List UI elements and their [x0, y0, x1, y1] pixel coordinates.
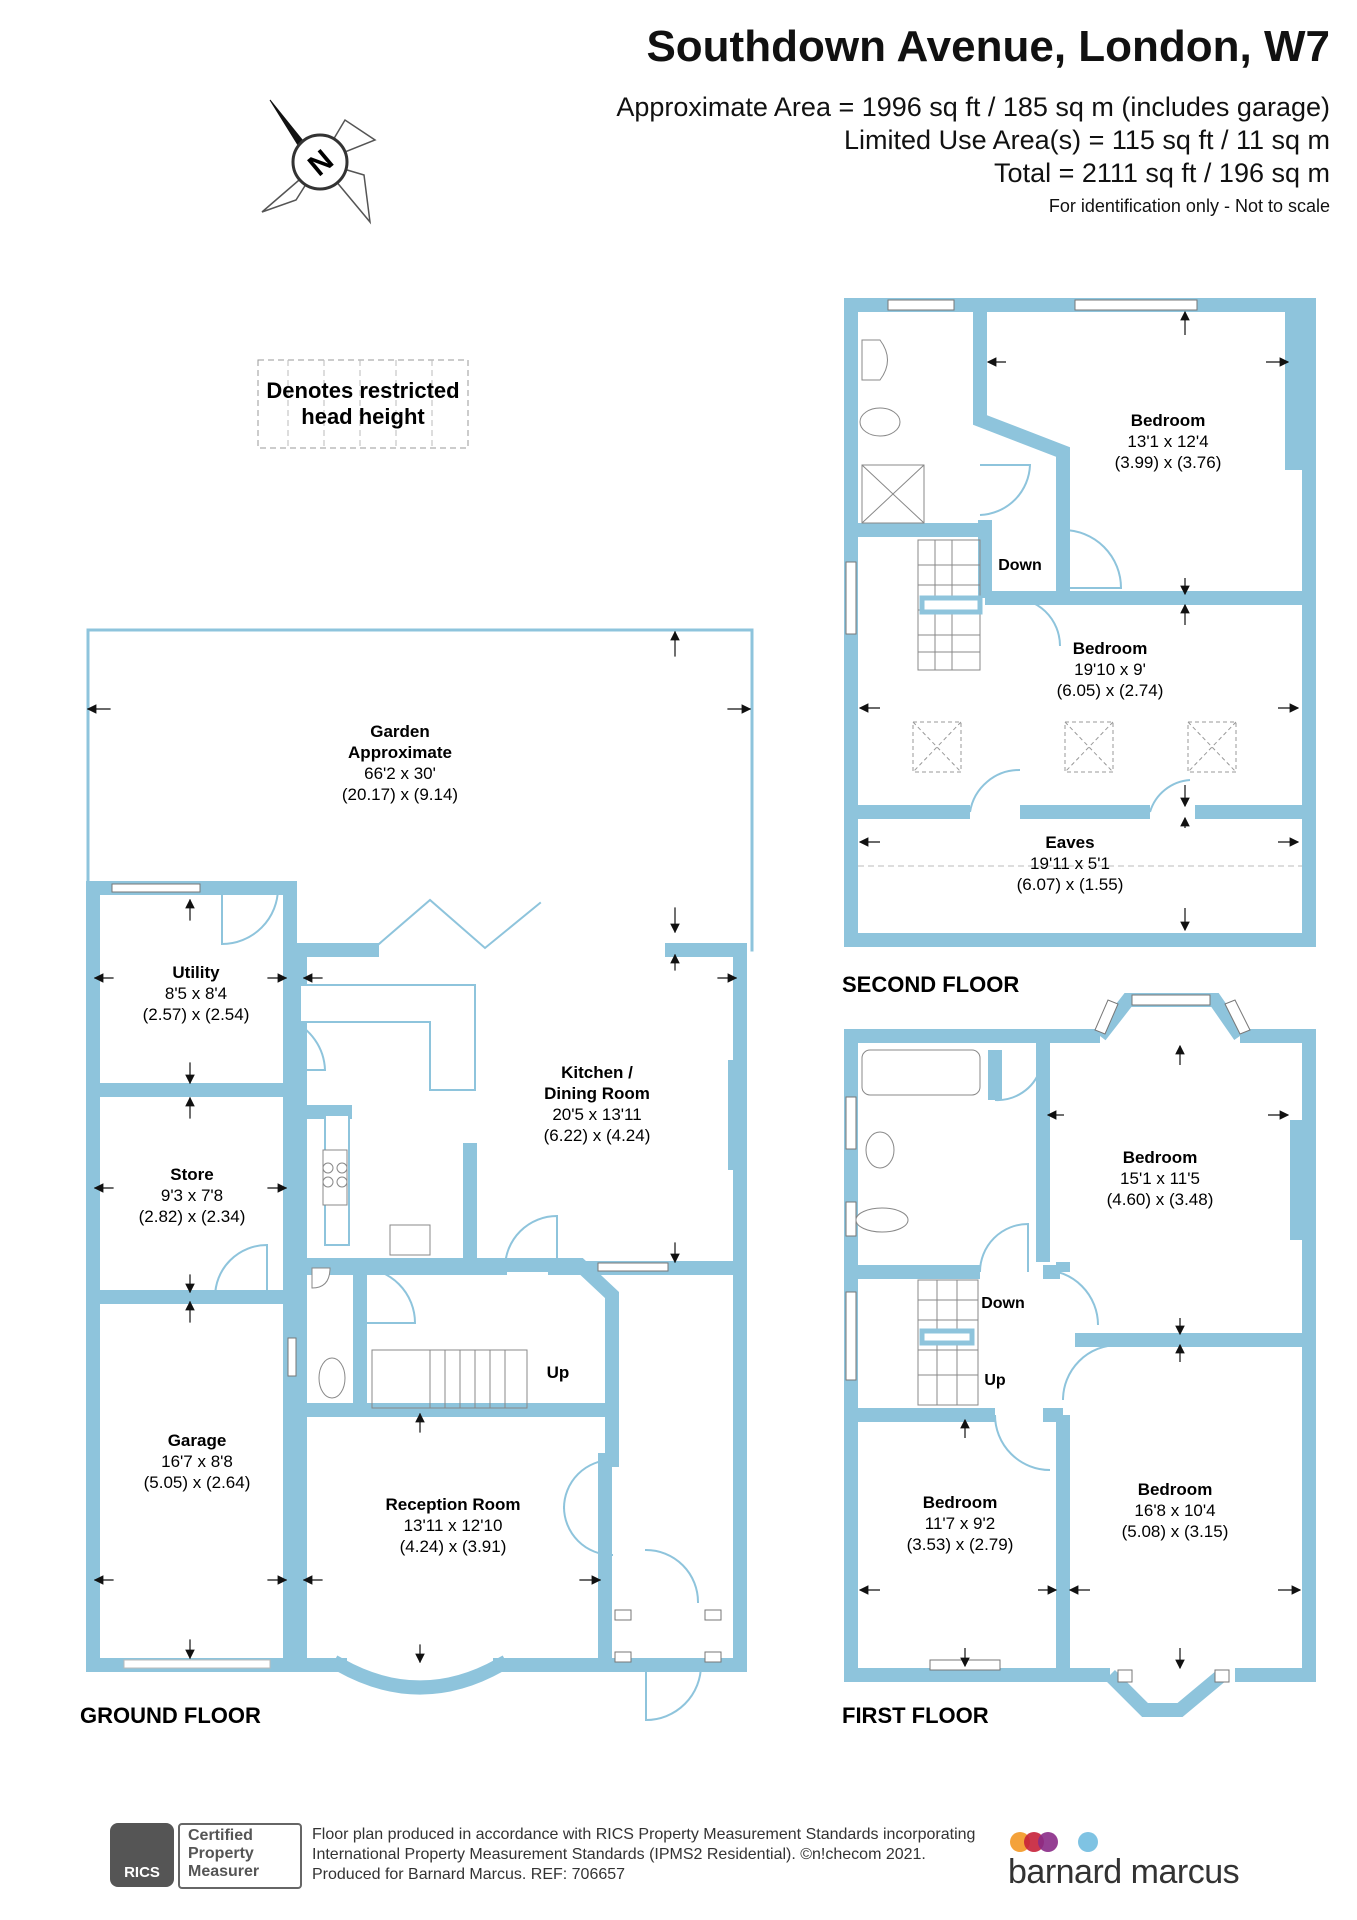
ff-bedroom-1-metric: (4.60) x (3.48)	[1107, 1190, 1214, 1209]
limited-use-area: Limited Use Area(s) = 115 sq ft / 11 sq …	[844, 125, 1330, 155]
ff-stairs-up-label: Up	[984, 1372, 1006, 1389]
brand-name: barnard marcus	[1008, 1853, 1240, 1891]
second-floor-plan: Bedroom Bedroom Eaves Down 13'1 x 12'4 (…	[842, 298, 1316, 997]
rics-certified-badge: Certified Property Measurer	[178, 1823, 302, 1889]
sf-bedroom-1-imperial: 13'1 x 12'4	[1127, 432, 1208, 451]
ff-bedroom-3-metric: (5.08) x (3.15)	[1122, 1522, 1229, 1541]
utility-metric: (2.57) x (2.54)	[143, 1005, 250, 1024]
page-title: Southdown Avenue, London, W7	[646, 22, 1330, 71]
eaves-name: Eaves	[1045, 833, 1094, 852]
sf-bedroom-2-metric: (6.05) x (2.74)	[1057, 681, 1164, 700]
first-floor-label: FIRST FLOOR	[842, 1703, 989, 1728]
ff-bedroom-3-imperial: 16'8 x 10'4	[1134, 1501, 1215, 1520]
ff-stairs-down-label: Down	[981, 1295, 1025, 1312]
rics-badge-line-1: Certified	[188, 1827, 253, 1844]
rics-logo: RICS	[110, 1823, 174, 1887]
total-area: Total = 2111 sq ft / 196 sq m	[994, 158, 1330, 188]
utility-imperial: 8'5 x 8'4	[165, 984, 227, 1003]
scale-note: For identification only - Not to scale	[1048, 196, 1330, 216]
rics-mark-text: RICS	[124, 1864, 160, 1881]
restricted-height-legend: Denotes restricted head height	[257, 359, 469, 449]
legend-line-1: Denotes restricted	[266, 378, 459, 403]
store-metric: (2.82) x (2.34)	[139, 1207, 246, 1226]
footer-line-1: Floor plan produced in accordance with R…	[312, 1826, 976, 1843]
garden-name-1: Garden	[370, 722, 430, 741]
sf-bedroom-2-name: Bedroom	[1073, 639, 1148, 658]
rics-badge-line-3: Measurer	[188, 1863, 260, 1880]
second-floor-label: SECOND FLOOR	[842, 972, 1019, 997]
sf-bedroom-1-name: Bedroom	[1131, 411, 1206, 430]
garage-imperial: 16'7 x 8'8	[161, 1452, 233, 1471]
eaves-metric: (6.07) x (1.55)	[1017, 875, 1124, 894]
sf-bedroom-1-metric: (3.99) x (3.76)	[1115, 453, 1222, 472]
store-imperial: 9'3 x 7'8	[161, 1186, 223, 1205]
footer-line-3: Produced for Barnard Marcus. REF: 706657	[312, 1866, 626, 1883]
legend-line-2: head height	[301, 404, 425, 429]
kitchen-metric: (6.22) x (4.24)	[544, 1126, 651, 1145]
ff-bedroom-2-imperial: 11'7 x 9'2	[925, 1514, 995, 1533]
garage-metric: (5.05) x (2.64)	[144, 1473, 251, 1492]
garden-metric: (20.17) x (9.14)	[342, 785, 458, 804]
approximate-area: Approximate Area = 1996 sq ft / 185 sq m…	[616, 92, 1330, 122]
stairs-up-label: Up	[547, 1363, 570, 1382]
compass-north-icon: N	[261, 99, 377, 225]
ff-bedroom-1-name: Bedroom	[1123, 1148, 1198, 1167]
ground-floor-plan: Garden Approximate Utility Kitchen / Din…	[80, 628, 754, 1728]
barnard-marcus-logo-icon	[1010, 1832, 1098, 1852]
sf-bedroom-2-imperial: 19'10 x 9'	[1074, 660, 1146, 679]
utility-name: Utility	[172, 963, 220, 982]
sf-stairs-down-label: Down	[998, 557, 1042, 574]
garden-name-2: Approximate	[348, 743, 452, 762]
ground-floor-label: GROUND FLOOR	[80, 1703, 261, 1728]
ff-bedroom-3-name: Bedroom	[1138, 1480, 1213, 1499]
reception-imperial: 13'11 x 12'10	[404, 1516, 503, 1535]
first-floor-plan: Bedroom Bedroom Bedroom Down Up 15'1 x 1…	[842, 993, 1316, 1728]
ff-bedroom-2-name: Bedroom	[923, 1493, 998, 1512]
garden-imperial: 66'2 x 30'	[364, 764, 436, 783]
kitchen-name-1: Kitchen /	[561, 1063, 633, 1082]
reception-name: Reception Room	[385, 1495, 520, 1514]
garage-name: Garage	[168, 1431, 227, 1450]
rics-badge-line-2: Property	[188, 1845, 254, 1862]
kitchen-imperial: 20'5 x 13'11	[552, 1105, 641, 1124]
kitchen-name-2: Dining Room	[544, 1084, 650, 1103]
store-name: Store	[170, 1165, 213, 1184]
ff-bedroom-2-metric: (3.53) x (2.79)	[907, 1535, 1014, 1554]
ff-bedroom-1-imperial: 15'1 x 11'5	[1120, 1169, 1200, 1188]
footer-line-2: International Property Measurement Stand…	[312, 1846, 926, 1863]
eaves-imperial: 19'11 x 5'1	[1030, 854, 1110, 873]
reception-metric: (4.24) x (3.91)	[400, 1537, 507, 1556]
